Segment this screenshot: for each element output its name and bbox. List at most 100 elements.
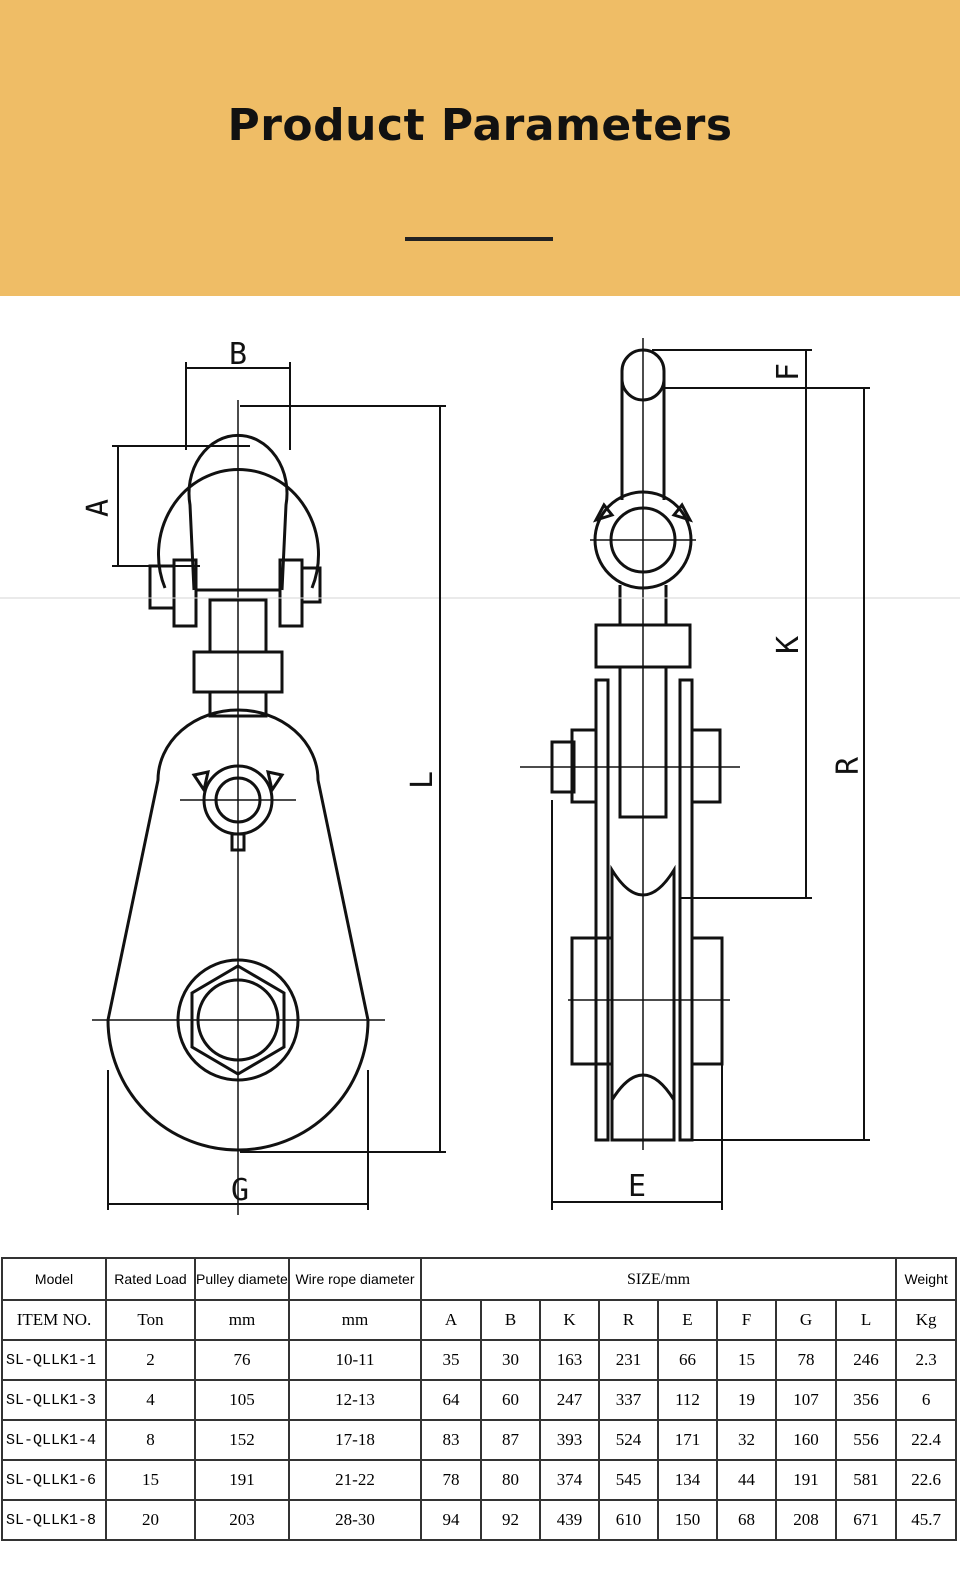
table-cell: 246 bbox=[834, 1339, 898, 1381]
table-cell: 35 bbox=[420, 1339, 482, 1381]
swivel-eye-shank bbox=[620, 378, 666, 500]
table-cell: SL-QLLK1-1 bbox=[1, 1339, 107, 1381]
title-underline bbox=[405, 237, 553, 241]
table-cell: 60 bbox=[480, 1379, 541, 1421]
table-cell: 105 bbox=[194, 1379, 290, 1421]
table-cell: SL-QLLK1-8 bbox=[1, 1499, 107, 1541]
table-cell: 80 bbox=[480, 1459, 541, 1501]
sheave-groove bbox=[610, 864, 676, 1142]
subheader-cell: E bbox=[657, 1299, 718, 1341]
side-neck bbox=[618, 585, 668, 625]
table-cell: 356 bbox=[834, 1379, 898, 1421]
table-cell: 15 bbox=[105, 1459, 196, 1501]
dim-label-k: K bbox=[771, 636, 806, 654]
subheader-cell: F bbox=[716, 1299, 777, 1341]
table-cell: 556 bbox=[834, 1419, 898, 1461]
table-cell: 152 bbox=[194, 1419, 290, 1461]
table-cell: 6 bbox=[895, 1379, 958, 1421]
table-cell: 15 bbox=[716, 1339, 777, 1381]
table-row: SL-QLLK1-8 20 203 28-30 94 92 439 610 15… bbox=[1, 1499, 958, 1541]
header-weight: Weight bbox=[895, 1257, 958, 1301]
header-banner: Product Parameters bbox=[0, 0, 960, 296]
side-plate-left bbox=[594, 678, 610, 1142]
table-cell: 393 bbox=[539, 1419, 600, 1461]
table-cell: 66 bbox=[657, 1339, 718, 1381]
subheader-cell: Ton bbox=[105, 1299, 196, 1341]
table-cell: SL-QLLK1-3 bbox=[1, 1379, 107, 1421]
side-axle-head bbox=[570, 936, 614, 1066]
side-bolt-nut bbox=[690, 728, 722, 804]
table-cell: 163 bbox=[539, 1339, 600, 1381]
dim-label-r: R bbox=[831, 756, 866, 775]
side-bolt-head bbox=[570, 728, 598, 804]
table-cell: 78 bbox=[775, 1339, 837, 1381]
table-cell: 610 bbox=[598, 1499, 659, 1541]
dim-label-g: G bbox=[231, 1173, 249, 1208]
subheader-cell: R bbox=[598, 1299, 659, 1341]
table-row: SL-QLLK1-1 2 76 10-11 35 30 163 231 66 1… bbox=[1, 1339, 958, 1381]
table-cell: 92 bbox=[480, 1499, 541, 1541]
table-row: SL-QLLK1-3 4 105 12-13 64 60 247 337 112… bbox=[1, 1379, 958, 1421]
table-cell: 545 bbox=[598, 1459, 659, 1501]
table-cell: SL-QLLK1-6 bbox=[1, 1459, 107, 1501]
table-cell: 94 bbox=[420, 1499, 482, 1541]
table-cell: 19 bbox=[716, 1379, 777, 1421]
shackle-pin-nut bbox=[300, 566, 322, 604]
subheader-cell: L bbox=[834, 1299, 898, 1341]
table-cell: 10-11 bbox=[288, 1339, 422, 1381]
subheader-cell: mm bbox=[288, 1299, 422, 1341]
table-cell: 12-13 bbox=[288, 1379, 422, 1421]
table-cell: 21-22 bbox=[288, 1459, 422, 1501]
subheader-cell: mm bbox=[194, 1299, 290, 1341]
table-cell: 30 bbox=[480, 1339, 541, 1381]
parameters-table: Model Rated Load Pulley diameter Wire ro… bbox=[1, 1257, 958, 1541]
bolt-wings bbox=[191, 770, 285, 794]
table-cell: 134 bbox=[657, 1459, 718, 1501]
table-cell: 208 bbox=[775, 1499, 837, 1541]
table-cell: 203 bbox=[194, 1499, 290, 1541]
table-cell: 581 bbox=[834, 1459, 898, 1501]
technical-drawing: B A L G F K R E bbox=[0, 296, 960, 1246]
table-cell: 83 bbox=[420, 1419, 482, 1461]
header-model: Model bbox=[1, 1257, 107, 1301]
header-pulley-diameter: Pulley diameter bbox=[194, 1257, 290, 1301]
dim-label-l: L bbox=[405, 771, 440, 789]
side-plate-right bbox=[678, 678, 694, 1142]
table-cell: 524 bbox=[598, 1419, 659, 1461]
subheader-cell: B bbox=[480, 1299, 541, 1341]
dim-label-a: A bbox=[81, 499, 116, 517]
table-cell: 78 bbox=[420, 1459, 482, 1501]
table-row: SL-QLLK1-6 15 191 21-22 78 80 374 545 13… bbox=[1, 1459, 958, 1501]
table-cell: 107 bbox=[775, 1379, 837, 1421]
header-rated-load: Rated Load bbox=[105, 1257, 196, 1301]
table-cell: 112 bbox=[657, 1379, 718, 1421]
subheader-cell: A bbox=[420, 1299, 482, 1341]
table-cell: 17-18 bbox=[288, 1419, 422, 1461]
side-plate bbox=[106, 708, 370, 1152]
table-header-row: Model Rated Load Pulley diameter Wire ro… bbox=[1, 1257, 958, 1301]
dim-label-b: B bbox=[229, 337, 247, 372]
table-cell: 160 bbox=[775, 1419, 837, 1461]
dim-label-f: F bbox=[771, 363, 806, 381]
table-cell: 231 bbox=[598, 1339, 659, 1381]
table-cell: 44 bbox=[716, 1459, 777, 1501]
table-cell: 76 bbox=[194, 1339, 290, 1381]
shackle-pin-head bbox=[148, 564, 176, 610]
table-cell: 671 bbox=[834, 1499, 898, 1541]
header-size: SIZE/mm bbox=[419, 1257, 898, 1301]
header-wire-rope-diameter: Wire rope diameter bbox=[288, 1257, 422, 1301]
side-swivel-wings bbox=[592, 502, 694, 523]
table-cell: 28-30 bbox=[288, 1499, 422, 1541]
table-cell: 4 bbox=[105, 1379, 196, 1421]
table-cell: SL-QLLK1-4 bbox=[1, 1419, 107, 1461]
page-title: Product Parameters bbox=[227, 100, 733, 151]
subheader-cell: G bbox=[775, 1299, 837, 1341]
dim-label-e: E bbox=[628, 1169, 646, 1204]
table-row: SL-QLLK1-4 8 152 17-18 83 87 393 524 171… bbox=[1, 1419, 958, 1461]
table-cell: 68 bbox=[716, 1499, 777, 1541]
table-cell: 45.7 bbox=[895, 1499, 958, 1541]
table-cell: 374 bbox=[539, 1459, 600, 1501]
subheader-cell: Kg bbox=[895, 1299, 958, 1341]
table-cell: 439 bbox=[539, 1499, 600, 1541]
table-cell: 2 bbox=[105, 1339, 196, 1381]
